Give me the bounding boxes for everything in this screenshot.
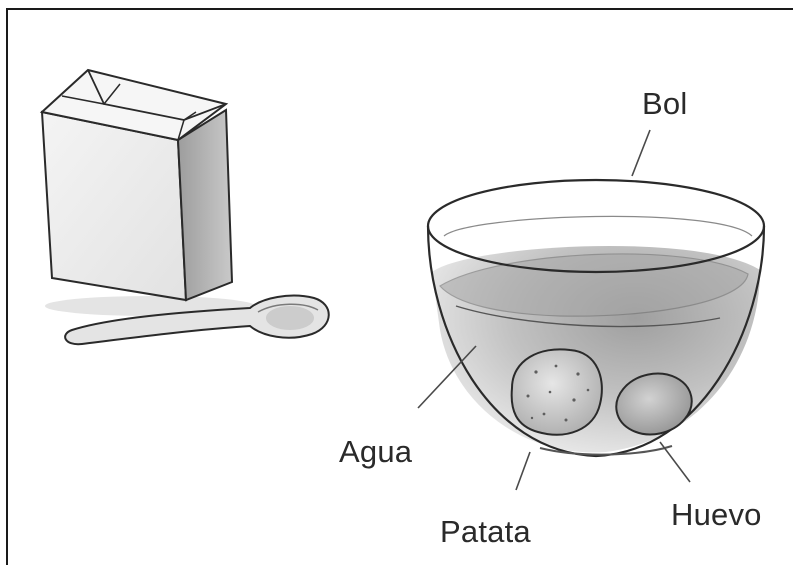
potato-icon xyxy=(512,349,602,434)
salt-box-icon xyxy=(42,70,255,316)
bol-leader-line xyxy=(632,130,650,176)
bowl-label: Bol xyxy=(642,88,687,119)
potato-label: Patata xyxy=(440,516,531,547)
egg-label: Huevo xyxy=(671,499,762,530)
patata-leader-line xyxy=(516,452,530,490)
water-label: Agua xyxy=(339,436,412,467)
huevo-leader-line xyxy=(660,442,690,482)
